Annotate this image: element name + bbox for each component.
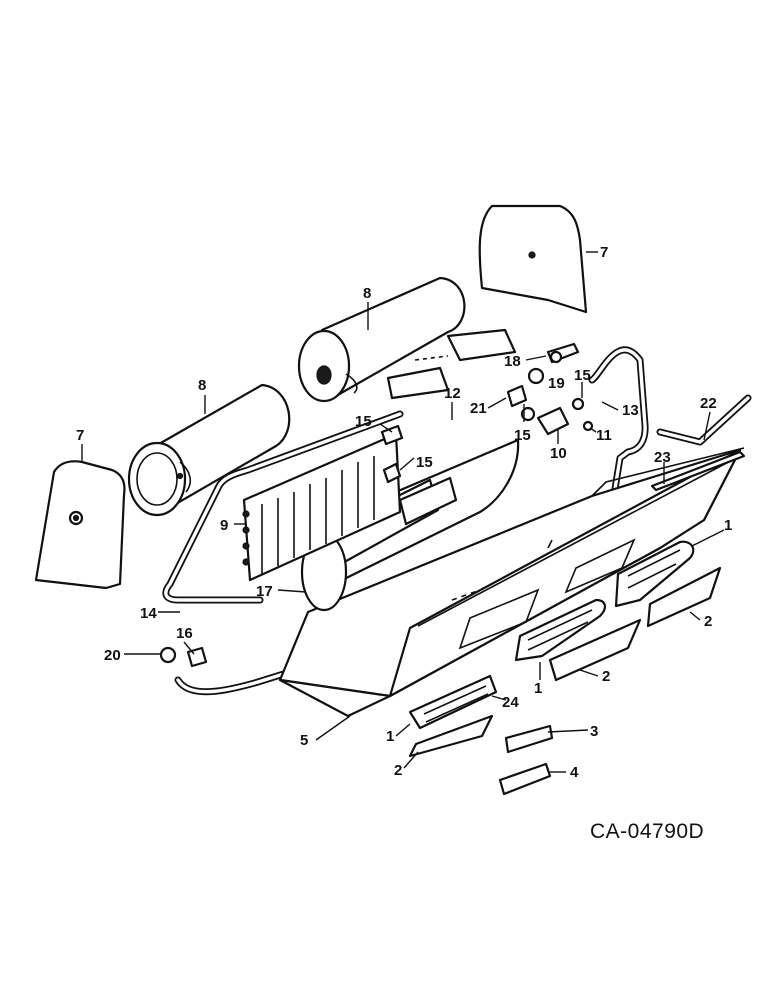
vent-grilles [408,540,722,796]
evaporator-coil [242,432,402,582]
callout-7-left: 7 [76,427,84,444]
hex-wrench [656,394,752,446]
refrigerant-tube [162,346,649,696]
callout-15-b: 15 [514,427,531,444]
callout-labels: 7 8 18 19 15 21 12 13 15 11 10 22 8 7 15… [76,244,732,781]
cylinder-lower [127,383,291,517]
callout-14: 14 [140,605,157,622]
main-housing [278,447,745,718]
callout-1-right: 1 [724,517,732,534]
callout-2-middle: 2 [602,668,610,685]
callout-13: 13 [622,402,639,419]
fittings [159,342,594,668]
plates [386,328,517,400]
callout-17: 17 [256,583,273,600]
callout-2-right: 2 [704,613,712,630]
seal-strip [650,450,746,492]
callout-8-upper: 8 [363,285,371,302]
end-cover-left [34,460,126,590]
callout-18: 18 [504,353,521,370]
drawing-code: CA-04790D [590,820,704,843]
callout-3: 3 [590,723,598,740]
callout-15-d: 15 [416,454,433,471]
callout-20: 20 [104,647,121,664]
end-cover-right [478,204,588,314]
callout-5: 5 [300,732,308,749]
callout-11: 11 [596,427,612,444]
leader-lines [81,251,725,773]
callout-23: 23 [654,449,671,466]
callout-15-a: 15 [574,367,591,384]
callout-4: 4 [570,764,579,781]
callout-19: 19 [548,375,565,392]
callout-9: 9 [220,517,228,534]
callout-2-lower: 2 [394,762,402,779]
callout-7-right: 7 [600,244,608,261]
callout-1-lower: 1 [386,728,394,745]
callout-1-middle: 1 [534,680,542,697]
callout-15-c: 15 [355,413,372,430]
callout-24: 24 [502,694,519,711]
cylinder-upper [297,276,466,403]
callout-12: 12 [444,385,461,402]
callout-16: 16 [176,625,193,642]
callout-22: 22 [700,395,717,412]
callout-10: 10 [550,445,567,462]
blower-assembly [300,438,520,612]
callout-21: 21 [470,400,487,417]
callout-8-lower: 8 [198,377,206,394]
